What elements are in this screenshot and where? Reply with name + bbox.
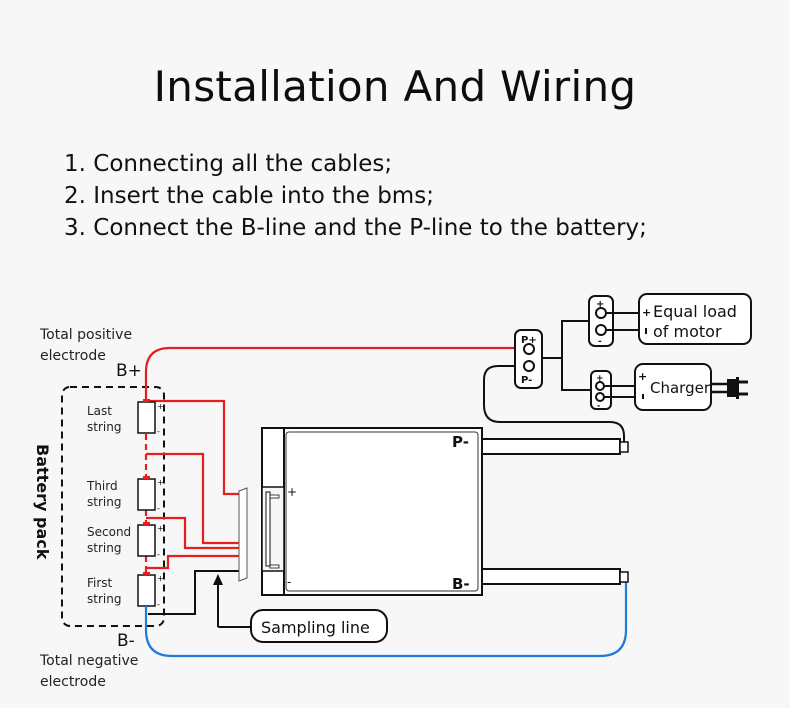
load-wires <box>606 312 640 331</box>
svg-text:+: + <box>157 574 164 583</box>
battery-pack-label: Battery pack <box>33 444 52 560</box>
bms-board: + - P- B- <box>261 427 483 596</box>
balance-wire-third <box>146 452 240 545</box>
string-label-third: Third <box>86 479 118 493</box>
cells: + - + - + - + - <box>137 399 164 609</box>
svg-text:+: + <box>287 485 297 499</box>
svg-text:-: - <box>157 504 160 513</box>
cell-second: + - <box>137 522 164 559</box>
charger-label: Charger <box>650 379 711 397</box>
svg-text:+: + <box>157 478 164 487</box>
p-connector: P+ P- <box>514 329 543 389</box>
step-item: 1. Connecting all the cables; <box>64 151 393 177</box>
plug-icon <box>711 377 748 399</box>
cell-third: + - <box>137 476 164 513</box>
svg-text:-: - <box>597 401 600 410</box>
step-item: 3. Connect the B-line and the P-line to … <box>64 215 647 241</box>
b-minus-lead <box>481 568 629 585</box>
load-box: + Equal load of motor <box>638 293 752 345</box>
svg-text:-: - <box>598 337 602 347</box>
battery-pack-box <box>61 386 165 627</box>
balance-wire-second <box>146 516 240 550</box>
total-positive-label: Total positive <box>39 327 132 343</box>
string-label-last-2: string <box>87 420 121 434</box>
svg-text:+: + <box>157 402 164 411</box>
charger-terminal: + - <box>590 370 612 410</box>
step-item: 2. Insert the cable into the bms; <box>64 183 434 209</box>
balance-wires <box>144 346 520 574</box>
string-label-first: First <box>87 576 113 590</box>
p-minus-lead <box>481 438 629 455</box>
svg-text:+: + <box>642 306 651 319</box>
svg-text:P-: P- <box>521 375 532 386</box>
page-title: Installation And Wiring <box>153 62 637 111</box>
total-positive-label-2: electrode <box>40 348 106 364</box>
total-negative-label-2: electrode <box>40 674 106 690</box>
load-label: Equal load <box>653 302 737 321</box>
total-negative-label: Total negative <box>39 653 138 669</box>
b-plus-label: B+ <box>116 361 142 381</box>
string-label-second-2: string <box>87 541 121 555</box>
svg-text:-: - <box>157 600 160 609</box>
sampling-ground-wire <box>148 570 240 615</box>
balance-wire-last <box>146 399 240 496</box>
p-minus-wire <box>483 365 625 442</box>
negative-main-wire <box>144 580 628 658</box>
sampling-connector <box>238 487 248 582</box>
steps-list: 1. Connecting all the cables; 2. Insert … <box>64 148 647 244</box>
svg-text:+: + <box>157 524 164 533</box>
string-label-last: Last <box>87 404 112 418</box>
svg-text:-: - <box>157 550 160 559</box>
cell-first: + - <box>137 572 164 609</box>
string-label-first-2: string <box>87 592 121 606</box>
balance-wire-first <box>146 554 240 570</box>
positive-main-wire <box>144 346 520 401</box>
charger-wires <box>604 385 636 398</box>
b-minus-label: B- <box>117 631 135 651</box>
svg-text:+: + <box>638 370 647 383</box>
svg-text:+: + <box>596 299 604 310</box>
svg-text:+: + <box>596 374 604 384</box>
svg-text:-: - <box>287 575 291 589</box>
svg-text:-: - <box>157 427 160 436</box>
sampling-line-label-box <box>250 609 388 643</box>
string-label-second: Second <box>87 525 131 539</box>
load-terminal: + - <box>588 295 614 347</box>
charger-box: + Charger <box>634 363 712 411</box>
load-label-2: of motor <box>653 322 722 341</box>
sampling-line-label: Sampling line <box>261 618 370 637</box>
bms-p-minus-label: P- <box>452 433 469 451</box>
cell-last: + - <box>137 399 164 436</box>
svg-text:P+: P+ <box>521 335 537 346</box>
branch-wire <box>542 320 590 391</box>
string-label-third-2: string <box>87 495 121 509</box>
arrow-head-icon <box>213 574 223 585</box>
bms-b-minus-label: B- <box>452 575 470 593</box>
